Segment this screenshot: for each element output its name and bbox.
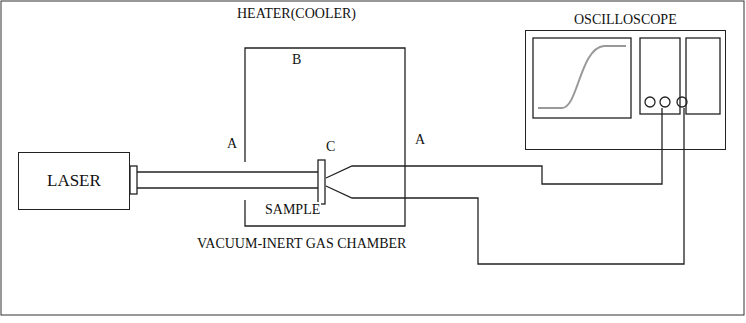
frame [1, 1, 744, 315]
aperture [244, 200, 245, 213]
thermocouple-wire [326, 108, 662, 184]
part-label: C [325, 139, 336, 155]
scope-knob [677, 97, 687, 107]
part-label: HEATER(COOLER) [236, 6, 357, 22]
part-label: A [226, 136, 238, 152]
node-title: LASER [47, 171, 101, 190]
chamber-wall [245, 48, 405, 226]
aperture [244, 150, 245, 162]
scope-screen [533, 38, 631, 118]
part-label: SAMPLE [264, 202, 321, 218]
part-label: A [414, 132, 426, 148]
scope-trace [538, 46, 626, 108]
part-label: B [291, 52, 302, 68]
node-title: OSCILLOSCOPE [574, 12, 677, 28]
oscilloscope-box: OSCILLOSCOPE [525, 30, 726, 150]
scope-panel [686, 38, 720, 114]
part-label: VACUUM-INERT GAS CHAMBER [196, 236, 407, 252]
laser-nozzle [130, 166, 137, 194]
sample-plate [318, 160, 325, 204]
scope-knob [645, 97, 655, 107]
beam-tube [137, 187, 318, 188]
beam-tube [137, 171, 318, 172]
scope-knob [660, 97, 670, 107]
scope-panel [640, 38, 680, 114]
laser-box: LASER [18, 152, 130, 210]
